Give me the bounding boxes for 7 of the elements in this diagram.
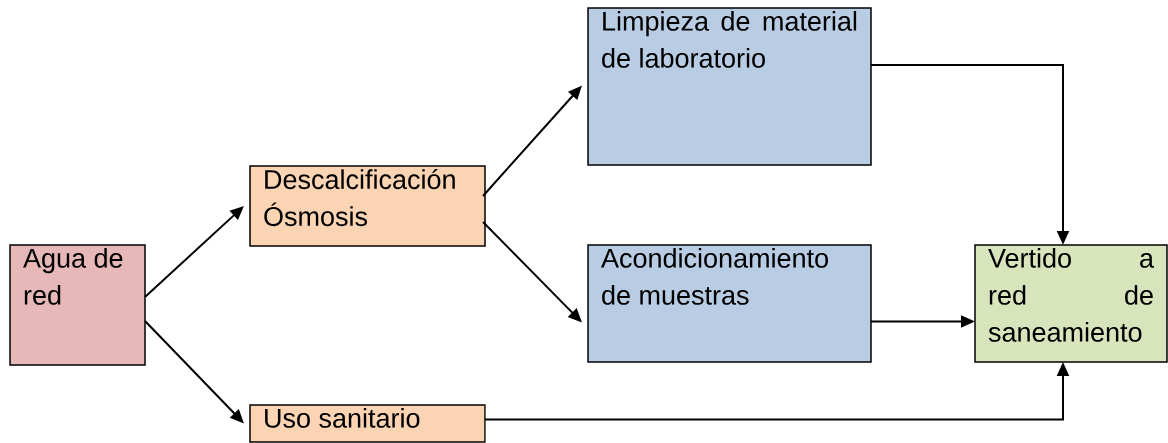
- process-box: Descalcificación Ósmosis: [249, 165, 486, 247]
- process-box: Uso sanitario: [249, 404, 486, 443]
- process-box: Limpieza de material de laboratorio: [587, 7, 872, 166]
- process-box: Acondicionamiento de muestras: [587, 244, 872, 363]
- process-box: Vertido a red de saneamiento: [974, 244, 1168, 363]
- process-box: Agua de red: [9, 244, 146, 366]
- arrow: [144, 206, 244, 298]
